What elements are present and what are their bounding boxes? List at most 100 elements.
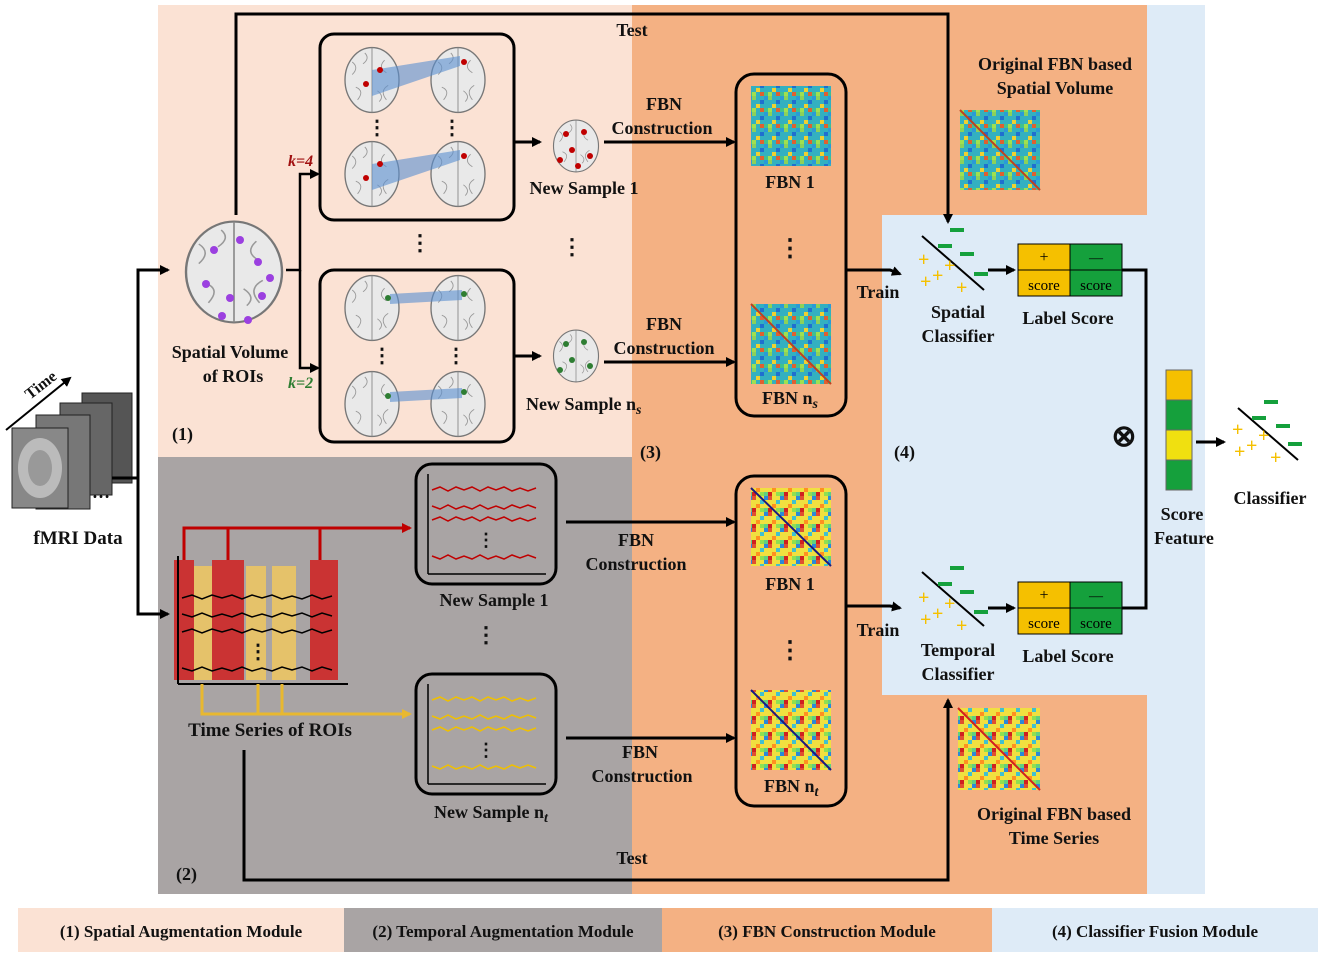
fbn-construction-3b: Construction (585, 554, 686, 574)
k4-cone-1 (372, 56, 460, 96)
fusion-module-bg-top (1147, 5, 1205, 215)
spatial-classifier-label-2: Classifier (922, 326, 995, 346)
fusion-module-bg-bottom (1147, 695, 1205, 894)
fbn-construction-2a: FBN (646, 314, 682, 334)
fbn-nt-diag (750, 689, 832, 771)
k2-vdots-b: ⋮ (446, 345, 466, 367)
fbn-nt-label: FBN nt (764, 776, 820, 800)
spatial-volume-brain (184, 220, 284, 324)
legend-box-1 (18, 908, 344, 952)
svg-text:+: + (918, 249, 929, 271)
orig-fbn-time-line1: Original FBN based (977, 804, 1131, 824)
k2-cone-1 (390, 290, 462, 304)
brain-k2-1a (344, 274, 400, 342)
branch-line-down (136, 478, 170, 619)
svg-text:+: + (956, 615, 967, 637)
svg-text:+: + (944, 593, 955, 615)
svg-text:+: + (932, 603, 943, 625)
score-feature-label-2: Feature (1154, 528, 1214, 548)
final-classifier-label: Classifier (1234, 488, 1307, 508)
orig-fbn-spatial-diag (959, 109, 1041, 191)
legend-label-1: (1) Spatial Augmentation Module (60, 922, 303, 941)
label-score-top (1017, 243, 1123, 297)
train-label-top: Train (857, 282, 900, 302)
k2-green-rois (385, 291, 467, 399)
fbn-construction-4b: Construction (591, 766, 692, 786)
legend-label-2: (2) Temporal Augmentation Module (372, 922, 634, 941)
label-score-top-label: Label Score (1022, 308, 1113, 328)
score-feature-label-1: Score (1161, 504, 1204, 524)
otimes-symbol: ⊗ (1111, 420, 1136, 453)
fmri-stack (11, 392, 133, 510)
new-sample-1-temporal-label: New Sample 1 (440, 590, 549, 610)
branch-line (112, 265, 170, 480)
test-arrow-top (234, 12, 953, 224)
label-score-top-score-a: score (1028, 278, 1060, 294)
brain-k2-1b (430, 274, 486, 342)
label-score-top-score-b: score (1080, 278, 1112, 294)
label-score-bottom-score-b: score (1080, 616, 1112, 632)
new-sample-1-spatial-label: New Sample 1 (530, 178, 639, 198)
time-series-plot (174, 556, 348, 685)
label-score-bottom-plus: + (1039, 587, 1048, 604)
label-score-bottom-minus: — (1088, 589, 1104, 604)
red-selection-arrow (182, 523, 412, 560)
legend-box-4 (992, 908, 1318, 952)
yellow-selection-arrow (200, 684, 412, 719)
new-sample-ns-label: New Sample ns (526, 394, 642, 418)
fbn1-top-label: FBN 1 (765, 172, 815, 192)
spatial-classifier-icon: + + + + + (918, 228, 988, 299)
svg-text:+: + (1232, 419, 1243, 441)
fbn-box-spatial (734, 72, 848, 418)
module-num-4: (4) (894, 442, 915, 463)
k4-label: k=4 (288, 153, 313, 170)
temporal-classifier-label-2: Classifier (922, 664, 995, 684)
brain-k2-2a (344, 370, 400, 438)
new-sample-nt-label: New Sample nt (434, 802, 549, 826)
label-score-top-minus: — (1088, 251, 1104, 266)
k4-vdots-b: ⋮ (442, 117, 462, 139)
svg-text:+: + (1258, 425, 1269, 447)
fbn-construction-1b: Construction (611, 118, 712, 138)
k2-label: k=2 (288, 375, 313, 392)
spatial-sample-box-k4 (318, 32, 516, 222)
orig-fbn-spatial-line2: Spatial Volume (997, 78, 1114, 98)
k4-arrow (286, 169, 320, 272)
spatial-vdots-mid-a: ⋮ (409, 230, 431, 255)
legend-label-4: (4) Classifier Fusion Module (1052, 922, 1259, 941)
temporal-sample-box-nt (414, 672, 558, 796)
module-num-1: (1) (172, 424, 193, 445)
train-arrow-bottom (846, 601, 902, 612)
label-score-bottom (1017, 581, 1123, 635)
fbn-construction-4a: FBN (622, 742, 658, 762)
fbn1-temporal-diag (750, 487, 832, 567)
k4-vdots-a: ⋮ (367, 117, 387, 139)
fbn-box-temporal (734, 474, 848, 808)
temporal-sample-1-vdots: ⋮ (477, 530, 495, 550)
orig-fbn-spatial-line1: Original FBN based (978, 54, 1132, 74)
score-feature-bar (1165, 369, 1193, 491)
fmri-data-label: fMRI Data (33, 528, 123, 549)
fbn-construction-3a: FBN (618, 530, 654, 550)
k4-red-rois (363, 59, 467, 181)
train-label-bottom: Train (857, 620, 900, 640)
orig-fbn-time-line2: Time Series (1009, 828, 1099, 848)
new-sample-ns-brain (552, 329, 600, 383)
temporal-sample-nt-vdots: ⋮ (477, 740, 495, 760)
temporal-vdots-mid: ⋮ (475, 622, 497, 647)
fbn-ns-diag (750, 303, 832, 385)
fbn1-spatial-matrix (751, 86, 831, 166)
svg-text:+: + (918, 587, 929, 609)
temporal-sample-1-plot (427, 474, 546, 575)
legend-box-3 (662, 908, 992, 952)
spatial-classifier-label-1: Spatial (931, 302, 985, 322)
temporal-classifier-label-1: Temporal (921, 640, 995, 660)
test-label-top: Test (616, 20, 647, 40)
fbn-bottom-vdots: ⋮ (778, 638, 802, 664)
module-num-3: (3) (640, 442, 661, 463)
svg-text:+: + (1246, 435, 1257, 457)
label-score-top-plus: + (1039, 249, 1048, 266)
svg-text:+: + (956, 277, 967, 299)
time-series-label: Time Series of ROIs (188, 720, 352, 741)
